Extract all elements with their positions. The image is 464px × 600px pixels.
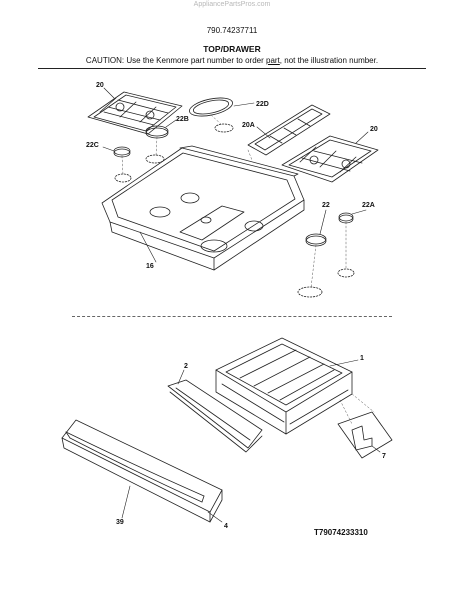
section-divider <box>72 316 392 317</box>
model-number: 790.74237711 <box>206 26 258 35</box>
callout-burner-cap-large: 22B <box>176 116 189 123</box>
callout-labels-bottom: 1 2 4 39 7 <box>116 355 386 530</box>
drawer-handle[interactable] <box>65 431 205 503</box>
callout-grate-left: 20 <box>96 82 104 89</box>
header-rule <box>38 68 426 69</box>
grate-left[interactable] <box>87 91 183 135</box>
assembly-guide-lines <box>121 114 347 289</box>
center-burner-cap-oval[interactable] <box>188 95 234 120</box>
glide-guide-lines <box>339 393 375 425</box>
callout-drawer-front: 4 <box>224 523 228 530</box>
callout-leaders-top <box>102 87 369 263</box>
callout-cooktop: 16 <box>146 263 154 270</box>
drawer-front[interactable] <box>61 419 223 523</box>
cooktop[interactable] <box>101 145 305 271</box>
callout-labels-top: 20 22D 22B 22C 20A 20 22 22A 16 <box>86 82 378 270</box>
burner-heads <box>114 123 355 298</box>
caution-text-end: , not the illustration number. <box>279 56 379 65</box>
grate-center[interactable] <box>247 104 331 156</box>
drawer-body[interactable] <box>215 337 353 435</box>
callout-burner-cap-center: 22D <box>256 101 269 108</box>
callout-grate-right: 20 <box>370 126 378 133</box>
section-title: TOP/DRAWER <box>203 44 261 54</box>
diagram-code: T79074233310 <box>314 528 368 537</box>
burner-cap-small-left[interactable] <box>113 146 131 158</box>
drawer-glide-inset[interactable] <box>337 411 393 459</box>
caution-note: CAUTION: Use the Kenmore part number to … <box>0 56 464 65</box>
callout-leaders-bottom <box>121 359 381 523</box>
burner-cap-large[interactable] <box>145 125 169 139</box>
callout-burner-cap-right: 22 <box>322 202 330 209</box>
callout-drawer-panel: 2 <box>184 363 188 370</box>
burner-cap-small-right[interactable] <box>338 212 354 224</box>
part-link[interactable]: part <box>266 56 280 65</box>
callout-drawer-glide: 7 <box>382 453 386 460</box>
callout-grate-center: 20A <box>242 122 255 129</box>
drawer-panel[interactable] <box>167 379 263 453</box>
callout-burner-cap-small-right: 22A <box>362 202 375 209</box>
watermark: AppliancePartsPros.com <box>193 1 271 8</box>
caution-text: CAUTION: Use the Kenmore part number to … <box>85 56 266 65</box>
grate-right[interactable] <box>281 135 379 183</box>
burner-cap-right[interactable] <box>305 233 327 247</box>
callout-burner-cap-small-left: 22C <box>86 142 99 149</box>
callout-drawer-handle: 39 <box>116 519 124 526</box>
callout-drawer-body: 1 <box>360 355 364 362</box>
